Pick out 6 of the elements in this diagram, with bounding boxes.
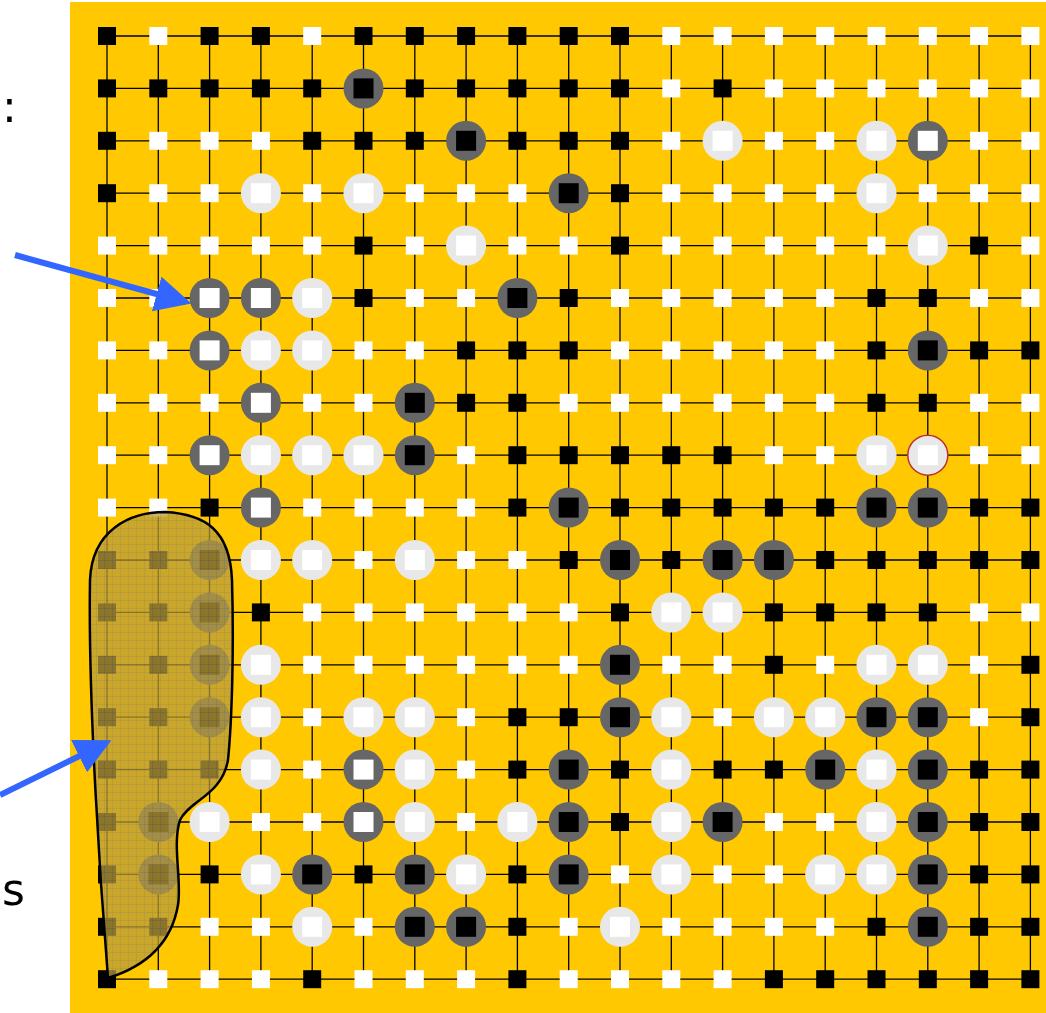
stone-marker bbox=[189, 278, 230, 318]
text-fragment: s bbox=[2, 868, 25, 912]
arrow bbox=[0, 740, 112, 798]
text-fragment: : bbox=[2, 85, 17, 129]
territory-region bbox=[88, 510, 235, 980]
arrow bbox=[14, 252, 192, 312]
